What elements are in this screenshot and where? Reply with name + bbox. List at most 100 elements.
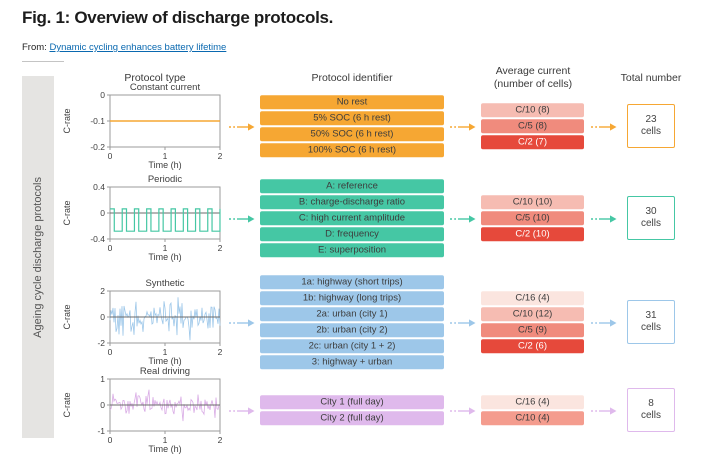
x-axis-label: Time (h): [148, 252, 181, 262]
x-axis-label: Time (h): [148, 160, 181, 170]
figure-title: Fig. 1: Overview of discharge protocols.: [22, 8, 334, 27]
total-value: 31: [645, 309, 657, 321]
arrow-current-to-total: [590, 212, 620, 224]
average-current-box: C/10 (10): [481, 195, 584, 209]
total-unit: cells: [640, 126, 661, 137]
column-header-average-current: Average current (number of cells): [453, 65, 613, 91]
average-current-box: C/2 (6): [481, 339, 584, 353]
protocol-identifier-box: 100% SOC (6 h rest): [260, 143, 444, 157]
average-current-box: C/16 (4): [481, 291, 584, 305]
y-tick-label: 2: [100, 286, 105, 296]
sidebar-band: Ageing cycle discharge protocols: [22, 76, 54, 438]
y-tick-label: -0.4: [90, 234, 105, 244]
y-tick-label: -2: [97, 338, 105, 348]
y-tick-label: 0: [100, 208, 105, 218]
protocol-identifier-box: 3: highway + urban: [260, 355, 444, 369]
protocol-identifier-box: D: frequency: [260, 227, 444, 241]
y-tick-label: -1: [97, 426, 105, 436]
y-tick-label: 0: [100, 90, 105, 100]
protocol-identifier-box: City 2 (full day): [260, 411, 444, 425]
total-value: 23: [645, 113, 657, 125]
protocol-identifier-box: 2a: urban (city 1): [260, 307, 444, 321]
x-tick-label: 1: [163, 243, 168, 253]
chart-title: Synthetic: [145, 278, 184, 289]
total-unit: cells: [640, 218, 661, 229]
flow-arrow-icon: [450, 123, 476, 131]
average-current-box: C/5 (10): [481, 211, 584, 225]
from-label: From:: [22, 42, 47, 53]
column-header-average-current-line1: Average current: [495, 65, 571, 77]
flow-arrow-icon: [450, 319, 476, 327]
from-line: From: Dynamic cycling enhances battery l…: [22, 42, 226, 53]
protocol-identifier-box: A: reference: [260, 179, 444, 193]
column-header-average-current-line2: (number of cells): [493, 78, 573, 91]
y-tick-label: 1: [100, 374, 105, 384]
protocol-identifier-box: 1a: highway (short trips): [260, 275, 444, 289]
protocol-identifier-box: 50% SOC (6 h rest): [260, 127, 444, 141]
average-current-box: C/10 (12): [481, 307, 584, 321]
x-axis-label: Time (h): [148, 356, 181, 366]
x-tick-label: 1: [163, 151, 168, 161]
y-tick-label: -0.2: [90, 142, 105, 152]
identifier-stack: City 1 (full day) City 2 (full day): [260, 395, 444, 425]
signal-square-wave: [110, 208, 221, 232]
y-tick-label: 0: [100, 312, 105, 322]
article-link[interactable]: Dynamic cycling enhances battery lifetim…: [49, 42, 227, 53]
current-stack: C/16 (4)C/10 (4): [481, 395, 584, 425]
chart-title: Constant current: [130, 82, 201, 93]
flow-arrow-icon: [591, 407, 617, 415]
current-stack: C/16 (4) C/10 (12) C/5 (9) C/2 (6): [481, 291, 584, 353]
protocol-identifier-box: E: superposition: [260, 243, 444, 257]
arrow-identifier-to-current: [449, 404, 477, 416]
flow-arrow-icon: [229, 123, 255, 131]
x-tick-label: 2: [218, 151, 223, 161]
column-header-protocol-type: Protocol type: [124, 72, 186, 84]
average-current-box: C/2 (10): [481, 227, 584, 241]
y-axis-label: C-rate: [62, 200, 72, 225]
chart-title: Real driving: [140, 366, 190, 377]
arrow-current-to-total: [590, 316, 620, 328]
protocol-identifier-box: 2c: urban (city 1 + 2): [260, 339, 444, 353]
average-current-box: C/5 (9): [481, 323, 584, 337]
x-tick-label: 0: [108, 347, 113, 357]
average-current-box: C/5 (8): [481, 119, 584, 133]
total-unit: cells: [640, 322, 661, 333]
flow-arrow-icon: [450, 407, 476, 415]
protocol-identifier-box: 1b: highway (long trips): [260, 291, 444, 305]
arrow-current-to-total: [590, 120, 620, 132]
total-unit: cells: [640, 410, 661, 421]
section-divider: [22, 61, 64, 62]
chart-title: Periodic: [148, 174, 183, 185]
y-axis-label: C-rate: [62, 108, 72, 133]
protocol-identifier-box: 5% SOC (6 h rest): [260, 111, 444, 125]
current-stack: C/10 (10) C/5 (10) C/2 (10): [481, 195, 584, 241]
y-axis-label: C-rate: [62, 304, 72, 329]
x-tick-label: 0: [108, 243, 113, 253]
column-header-total-number: Total number: [620, 72, 682, 84]
total-value: 8: [648, 397, 654, 409]
flow-arrow-icon: [591, 215, 617, 223]
x-tick-label: 1: [163, 435, 168, 445]
arrow-identifier-to-current: [449, 120, 477, 132]
x-tick-label: 2: [218, 243, 223, 253]
flow-arrow-icon: [229, 215, 255, 223]
x-tick-label: 0: [108, 435, 113, 445]
arrow-chart-to-identifier: [228, 212, 256, 224]
protocol-identifier-box: City 1 (full day): [260, 395, 444, 409]
x-tick-label: 0: [108, 151, 113, 161]
